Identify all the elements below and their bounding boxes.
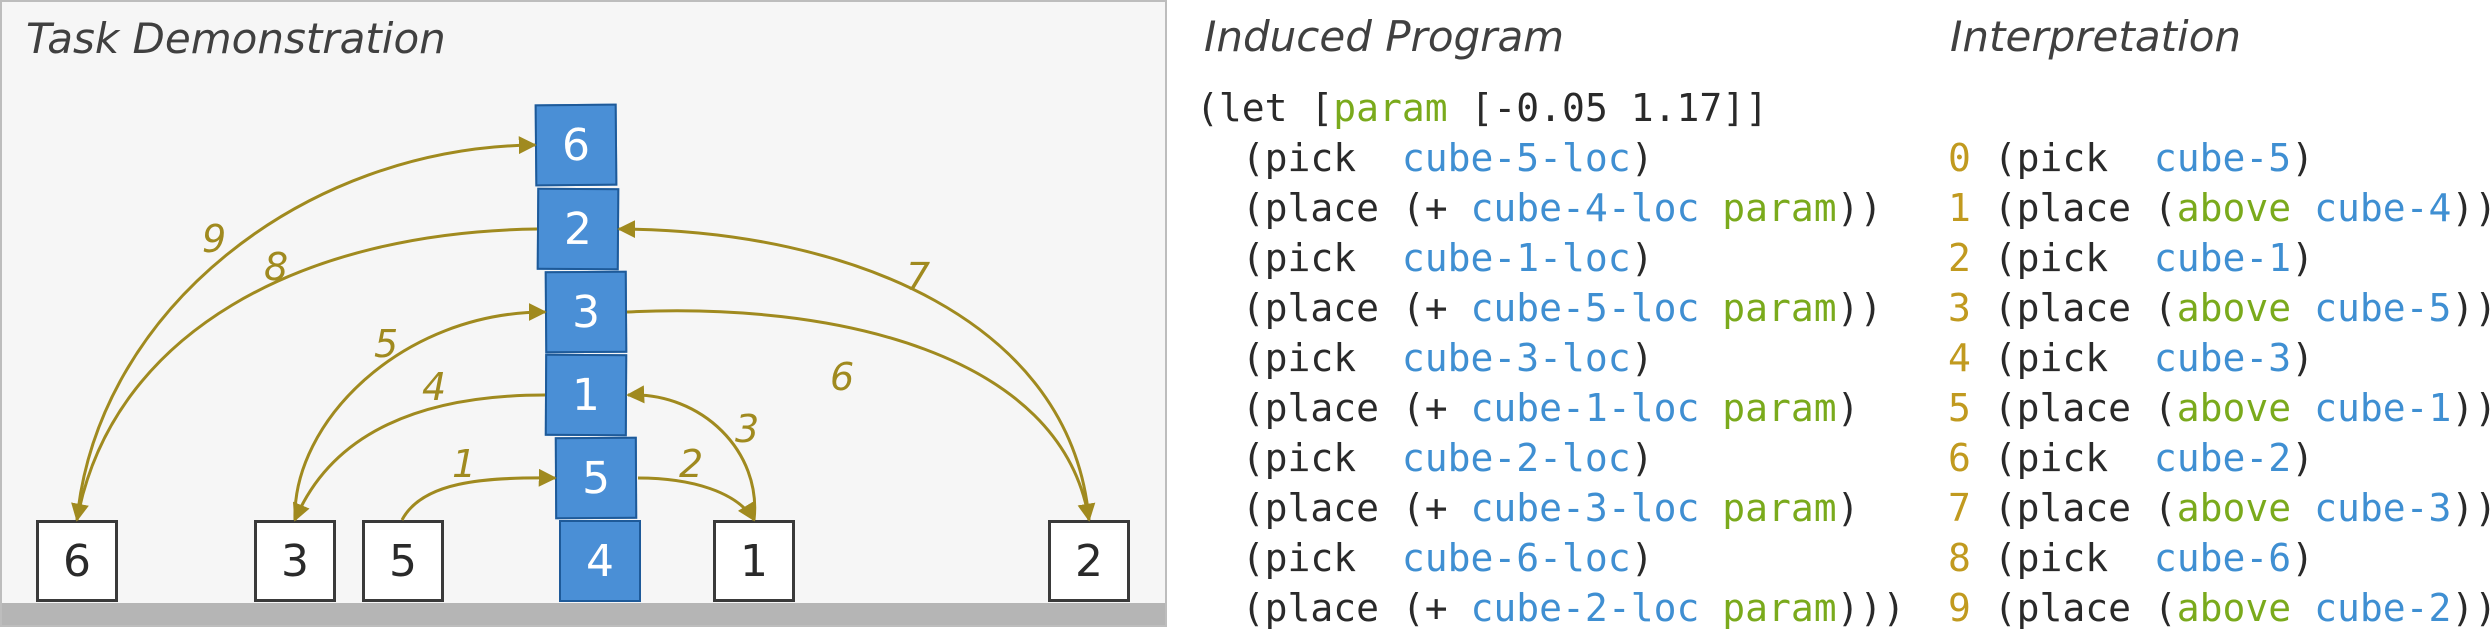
program-line: (pick cube-2-loc): [1196, 436, 1654, 480]
interpretation-line: 2 (pick cube-1): [1948, 236, 2315, 280]
program-title: Induced Program: [1204, 12, 1565, 61]
interpretation-line: 4 (pick cube-3): [1948, 336, 2315, 380]
arc-8: [71, 227, 538, 522]
program-line: (pick cube-1-loc): [1196, 236, 1654, 280]
arc-2: [637, 476, 756, 522]
table-surface: [2, 603, 1165, 625]
program-line: (place (+ cube-3-loc param): [1196, 486, 1860, 530]
interpretation-line: 9 (place (above cube-2)): [1948, 586, 2492, 630]
program-line: (pick cube-5-loc): [1196, 136, 1654, 180]
arc-label: 3: [735, 407, 759, 451]
stack-cube: 4: [559, 520, 641, 602]
empty-slot: 5: [362, 520, 444, 602]
panel-title: Task Demonstration: [26, 14, 446, 63]
arc-label: 7: [906, 255, 930, 299]
empty-slot: 3: [254, 520, 336, 602]
interpretation-title: Interpretation: [1950, 12, 2242, 61]
interpretation-line: 5 (place (above cube-1)): [1948, 386, 2492, 430]
empty-slot: 1: [713, 520, 795, 602]
program-header: (let [param [-0.05 1.17]]: [1196, 86, 1768, 130]
interpretation-line: 3 (place (above cube-5)): [1948, 286, 2492, 330]
program-line: (place (+ cube-4-loc param)): [1196, 186, 1883, 230]
empty-slot: 6: [36, 520, 118, 602]
program-line: (place (+ cube-2-loc param))): [1196, 586, 1906, 630]
arc-label: 1: [452, 442, 476, 486]
arc-9: [75, 136, 537, 521]
arc-7: [617, 220, 1091, 521]
empty-slot: 2: [1048, 520, 1130, 602]
interpretation-line: 6 (pick cube-2): [1948, 436, 2315, 480]
move-arrows: 1 2 3 4 5 6 7 8 9: [71, 136, 1096, 522]
arc-1: [400, 468, 557, 521]
arc-5: [293, 303, 547, 521]
task-demonstration-panel: Task Demonstration 6 2 3 1 5 4 6 3 5 1 2…: [0, 0, 1167, 627]
arc-label: 2: [679, 442, 703, 486]
induced-program-code: (let [param [-0.05 1.17]] (pick cube-5-l…: [1196, 83, 1905, 633]
arc-label: 6: [830, 355, 854, 399]
interpretation-code: 0 (pick cube-5) 1 (place (above cube-4)) 2…: [1948, 133, 2492, 633]
arc-label: 8: [264, 245, 288, 289]
arc-4: [292, 393, 546, 522]
arc-label: 5: [374, 322, 398, 366]
arc-label: 9: [202, 217, 226, 261]
program-line: (pick cube-3-loc): [1196, 336, 1654, 380]
interpretation-line: 0 (pick cube-5): [1948, 136, 2315, 180]
interpretation-line: 1 (place (above cube-4)): [1948, 186, 2492, 230]
interpretation-line: 8 (pick cube-6): [1948, 536, 2315, 580]
program-line: (place (+ cube-5-loc param)): [1196, 286, 1883, 330]
interpretation-line: 7 (place (above cube-3)): [1948, 486, 2492, 530]
arc-label: 4: [422, 365, 446, 409]
program-line: (place (+ cube-1-loc param): [1196, 386, 1860, 430]
program-line: (pick cube-6-loc): [1196, 536, 1654, 580]
arc-6: [626, 309, 1096, 522]
arc-3: [626, 385, 757, 521]
